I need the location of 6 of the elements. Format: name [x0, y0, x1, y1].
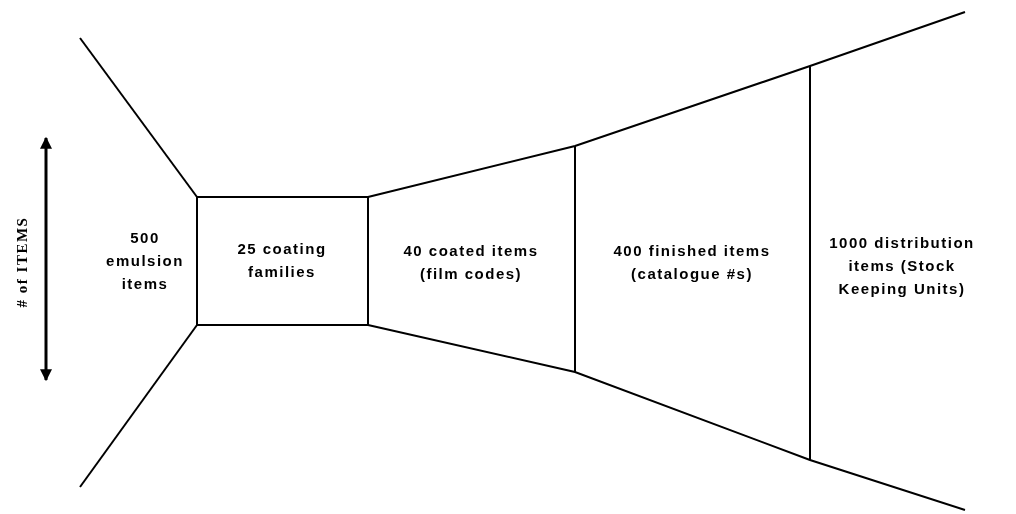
section-label: 500 emulsion items — [105, 227, 185, 294]
section-label: 1000 distribution items (Stock Keeping Units) — [828, 232, 976, 299]
section-label: 40 coated items (film codes) — [402, 241, 540, 284]
section-label: 400 finished items (catalogue #s) — [612, 241, 772, 284]
axis-label: # of ITEMS — [13, 216, 31, 308]
section-label: 25 coating families — [236, 239, 328, 282]
